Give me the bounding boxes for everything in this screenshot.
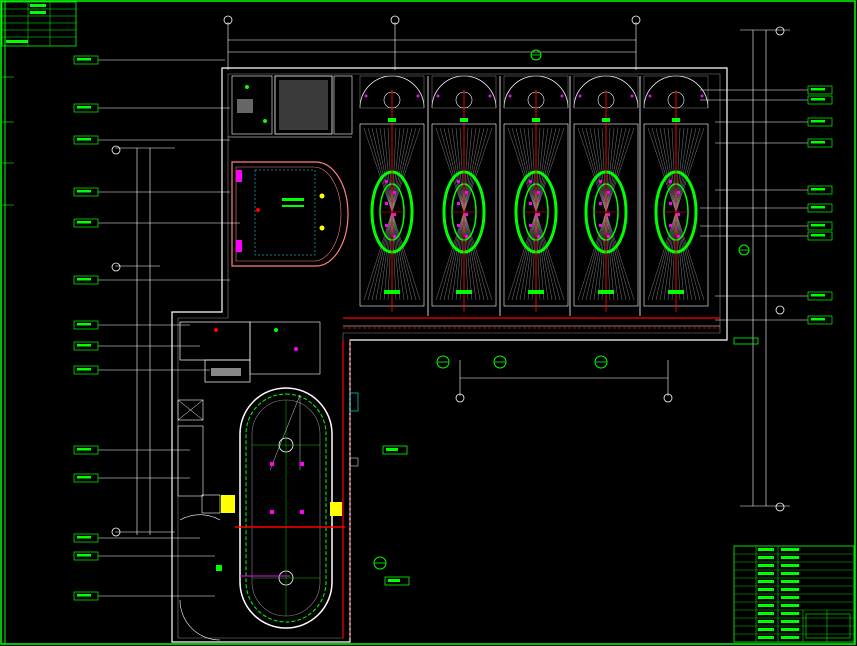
- callout-tag: [73, 320, 190, 330]
- fan-bay: [643, 75, 709, 312]
- lower-wing-rooms: [177, 321, 321, 641]
- wing-bottom-dimension: [436, 355, 673, 403]
- callout-tag: [700, 231, 833, 241]
- callout-tag: [700, 95, 833, 105]
- callout-tag: [715, 138, 833, 148]
- grid-axis-bubble-icon: [390, 15, 400, 25]
- callout-tag: [715, 291, 833, 301]
- title-block: [733, 545, 855, 643]
- wing-corridor: [342, 317, 720, 638]
- callout-tag: [73, 473, 190, 483]
- callout-tag: [73, 551, 215, 561]
- right-side-tags: [382, 337, 759, 586]
- callout-tag: [715, 315, 833, 325]
- callout-tag: [700, 85, 833, 95]
- grid-axis-bubble-icon: [631, 15, 641, 25]
- callout-tag: [73, 341, 200, 351]
- callout-tag: [73, 591, 215, 601]
- grid-axis-bubble-icon: [111, 145, 121, 155]
- leader-callouts: [73, 55, 833, 601]
- fan-bay: [573, 75, 639, 312]
- callout-tag: [700, 221, 833, 231]
- callout-tag: [73, 275, 230, 285]
- grid-axis-bubble-icon: [111, 527, 121, 537]
- grid-axis-bubble-icon: [775, 305, 785, 315]
- callout-tag: [715, 185, 833, 195]
- callout-tag: [700, 203, 833, 213]
- top-dimension-line: [223, 15, 641, 70]
- grid-axis-bubble-icon: [111, 262, 121, 272]
- callout-tag: [73, 445, 190, 455]
- callout-tag: [73, 533, 200, 543]
- left-title-strip: [1, 1, 77, 644]
- callout-tag: [73, 103, 230, 113]
- grid-axis-bubble-icon: [223, 15, 233, 25]
- callout-tag: [73, 218, 240, 228]
- grid-axis-bubble-icon: [455, 393, 465, 403]
- utility-rooms: [228, 75, 353, 138]
- grid-axis-bubble-icon: [775, 502, 785, 512]
- fan-bays: [359, 75, 709, 316]
- callout-tag: [73, 365, 210, 375]
- fan-bay: [359, 75, 425, 312]
- callout-tag: [715, 117, 833, 127]
- grid-axis-bubble-icon: [663, 393, 673, 403]
- callout-tag: [73, 55, 225, 65]
- rounded-hall: [231, 161, 349, 267]
- callout-tag: [73, 187, 230, 197]
- left-dimension-line: [111, 145, 175, 537]
- racetrack-hall: [216, 387, 345, 629]
- racetrack-callouts: [349, 392, 387, 570]
- callout-tag: [73, 135, 230, 145]
- fan-bay: [431, 75, 497, 312]
- right-dimension-line: [738, 26, 790, 512]
- fan-bay: [503, 75, 569, 312]
- grid-axis-bubble-icon: [775, 26, 785, 36]
